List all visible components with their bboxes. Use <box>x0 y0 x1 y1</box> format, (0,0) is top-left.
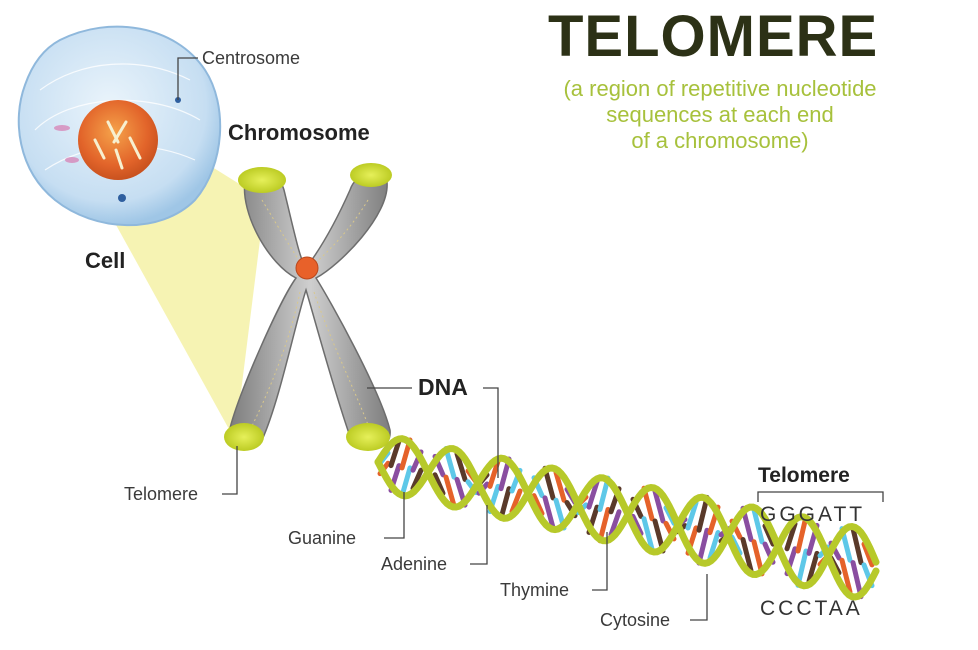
label-telomere-right: Telomere <box>758 464 850 487</box>
base-pair-segment <box>388 438 402 469</box>
label-guanine: Guanine <box>288 528 357 548</box>
telomere-sequence-bottom: CCCTAA <box>760 597 863 620</box>
base-pair-segment <box>652 488 666 524</box>
leader-thymine <box>592 532 608 591</box>
base-pair-segment <box>597 506 611 544</box>
telomere-sequence-bracket <box>757 491 884 502</box>
base-pair-segment <box>795 514 809 554</box>
base-pair-segment <box>850 526 864 566</box>
leader-cytosine <box>690 574 708 621</box>
base-pair-segment <box>696 494 710 533</box>
label-chromosome: Chromosome <box>228 120 370 145</box>
base-pair-segment <box>861 541 875 568</box>
subtitle-line: sequences at each end <box>606 102 834 127</box>
base-pair-segment <box>542 495 556 531</box>
base-pair-segment <box>487 458 501 489</box>
base-pair-segment <box>553 469 567 503</box>
dna-strand-b <box>374 435 880 601</box>
label-telomere-left: Telomere <box>124 484 199 504</box>
leader-adenine <box>470 505 488 565</box>
leader-centrosome <box>177 57 198 100</box>
base-pair-segment <box>740 536 754 574</box>
base-pair-segment <box>806 550 820 584</box>
base-pair-segment <box>839 557 853 595</box>
telomere-cap-bottom-right <box>346 423 390 451</box>
label-dna: DNA <box>418 374 468 400</box>
base-pair-segment <box>784 521 798 552</box>
telomere-sequence-top: GGGATT <box>760 503 866 526</box>
base-pair-segment <box>432 472 446 496</box>
leader-guanine <box>384 492 405 539</box>
label-adenine: Adenine <box>381 554 448 574</box>
centromere <box>295 256 319 280</box>
page-title: TELOMERE <box>548 4 879 69</box>
base-pair-segment <box>454 451 468 482</box>
base-pair-segment <box>696 527 710 566</box>
base-pair-segment <box>707 530 721 561</box>
leader-dna-drop <box>483 387 499 478</box>
base-pair-segment <box>608 509 622 538</box>
leader-telomere-left <box>222 446 238 495</box>
base-pair-segment <box>586 479 600 510</box>
base-pair-segment <box>410 467 424 491</box>
label-cytosine: Cytosine <box>600 610 671 630</box>
chromosome-illustration <box>224 163 392 451</box>
subtitle-line: (a region of repetitive nucleotide <box>563 76 877 101</box>
label-thymine: Thymine <box>500 580 570 600</box>
subtitle-line: of a chromosome) <box>631 128 809 153</box>
base-pair-segment <box>498 486 512 521</box>
dna-strands <box>374 435 880 601</box>
base-pair-segment <box>630 513 644 536</box>
telomere-cap-top-left <box>238 167 286 193</box>
telomere-cap-top-right <box>350 163 392 187</box>
telomere-cap-bottom-left <box>224 423 264 451</box>
cell-illustration <box>17 25 222 227</box>
base-pair-segment <box>399 465 413 499</box>
base-pair-segment <box>531 493 545 516</box>
base-pair-segment <box>685 500 699 531</box>
leader-lines <box>177 57 884 621</box>
base-pair-segment <box>641 516 655 552</box>
base-pair-segment <box>751 507 765 545</box>
base-pair-segment <box>762 523 776 547</box>
label-cell: Cell <box>85 248 126 273</box>
base-pair-segment <box>443 474 457 509</box>
subtitle: (a region of repetitive nucleotide seque… <box>520 76 920 154</box>
base-pair-segment <box>509 488 523 515</box>
label-centrosome: Centrosome <box>202 48 301 68</box>
